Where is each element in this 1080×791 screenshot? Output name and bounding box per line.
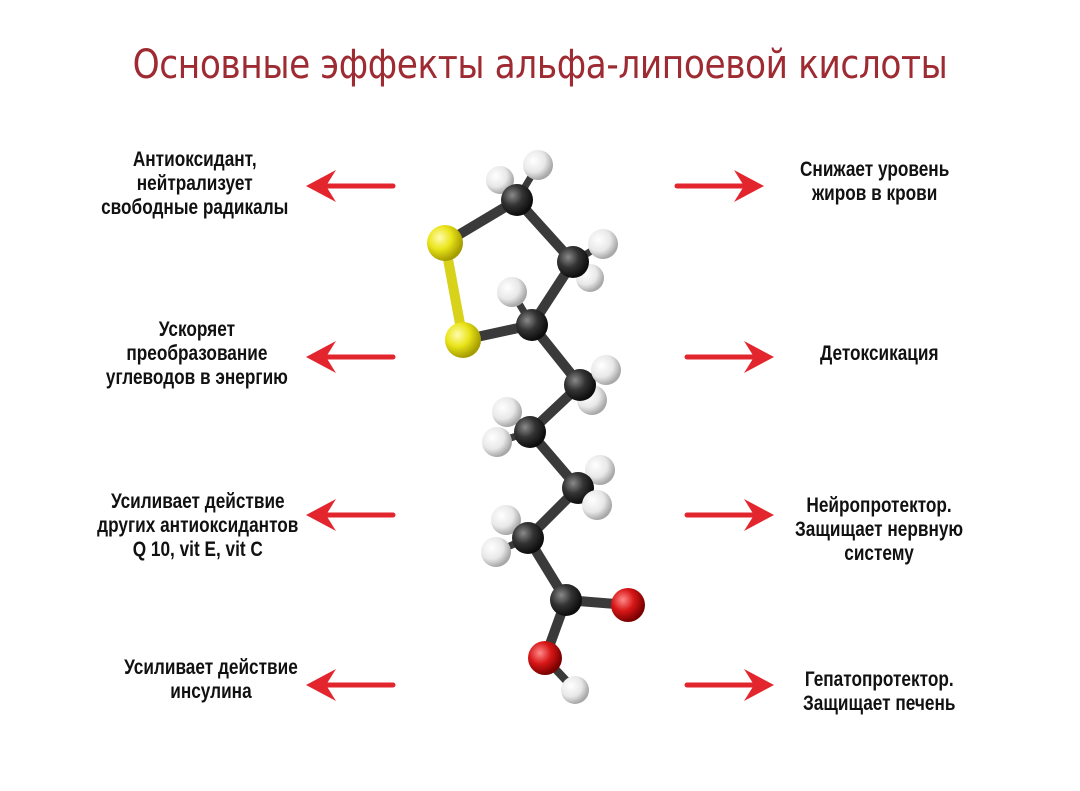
effect-detoxification: Детоксикация [820, 342, 939, 365]
oxygen-atom [611, 588, 645, 622]
arrow-right-3-icon [684, 499, 774, 531]
arrow-left-2-icon [306, 341, 396, 373]
effect-carbohydrate-conversion: Ускоряет преобразование углеводов в энер… [106, 318, 288, 389]
hydrogen-atom [591, 355, 621, 385]
carbon-atom [516, 309, 548, 341]
effect-hepatoprotector: Гепатопротектор. Защищает печень [803, 668, 956, 715]
arrow-left-1-icon [306, 170, 396, 202]
effect-antioxidant: Антиоксидант, нейтрализует свободные рад… [100, 148, 288, 219]
hydrogen-atom [497, 277, 527, 307]
arrow-right-4-icon [684, 669, 774, 701]
hydrogen-atom [481, 537, 511, 567]
arrow-right-1-icon [674, 170, 764, 202]
oxygen-atom [528, 641, 562, 675]
alpha-lipoic-acid-molecule [427, 150, 645, 704]
sulfur-atom [445, 322, 481, 358]
effect-enhance-antioxidants: Усиливает действие других антиоксидантов… [96, 490, 298, 561]
hydrogen-atom [523, 150, 553, 180]
arrow-left-3-icon [306, 499, 396, 531]
hydrogen-atom [561, 676, 589, 704]
hydrogen-atom [588, 229, 618, 259]
page-title: Основные эффекты альфа-липоевой кислоты [132, 42, 948, 88]
effect-insulin: Усиливает действие инсулина [124, 656, 298, 703]
carbon-atom [512, 522, 544, 554]
arrow-left-4-icon [306, 669, 396, 701]
hydrogen-atom [585, 455, 615, 485]
carbon-atom [501, 184, 533, 216]
effect-lower-blood-lipids: Снижает уровень жиров в крови [800, 158, 950, 205]
hydrogen-atom [482, 427, 512, 457]
carbon-atom [550, 584, 582, 616]
hydrogen-atom [582, 490, 612, 520]
hydrogen-atom [491, 505, 521, 535]
carbon-atom [557, 246, 589, 278]
atoms [427, 150, 645, 704]
sulfur-atom [427, 225, 463, 261]
hydrogen-atom [492, 397, 522, 427]
carbon-atom [564, 369, 596, 401]
effect-neuroprotector: Нейропротектор. Защищает нервную систему [795, 494, 964, 565]
carbon-atom [514, 416, 546, 448]
arrow-right-2-icon [684, 341, 774, 373]
hydrogen-atom [486, 166, 514, 194]
